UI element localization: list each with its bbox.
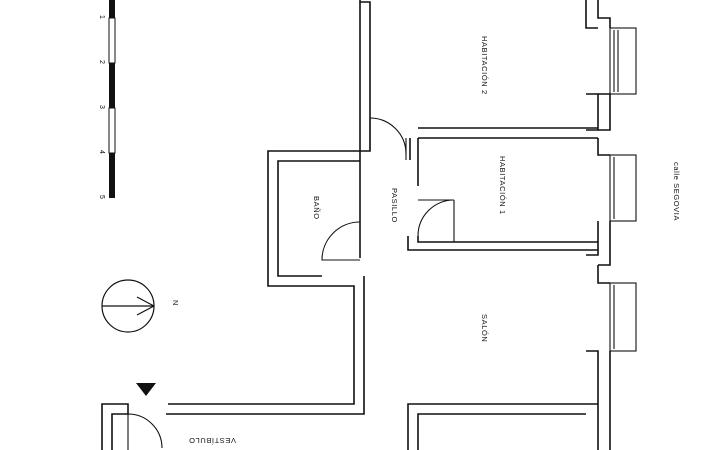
room-label-pasillo: PASILLO bbox=[390, 188, 399, 223]
scale-tick-4: 4 bbox=[98, 150, 105, 154]
room-label-bano: BAÑO bbox=[312, 196, 321, 220]
wall-hab2-left bbox=[359, 0, 371, 152]
wall-hab1-bottom bbox=[407, 236, 598, 251]
wall-right-pier1 bbox=[586, 93, 599, 131]
wall-bano-inner bbox=[277, 160, 360, 277]
street-label: calle SEGOVIA bbox=[672, 162, 681, 221]
wall-right-pier3 bbox=[586, 221, 599, 256]
door-hab1-arc bbox=[417, 199, 455, 237]
compass-arrow-upper bbox=[136, 296, 155, 307]
scale-segment-1 bbox=[108, 17, 116, 64]
door-bano bbox=[321, 221, 361, 261]
room-label-salon: SALÓN bbox=[480, 314, 489, 342]
window-hab1 bbox=[609, 154, 637, 222]
room-label-vestibulo: VESTÍBULO bbox=[189, 436, 237, 445]
entrance-marker bbox=[136, 383, 156, 396]
scale-segment-3 bbox=[108, 107, 116, 154]
doors bbox=[127, 117, 455, 450]
wall-right-pier1b bbox=[598, 93, 611, 131]
wall-salon-bottom bbox=[407, 403, 598, 450]
walls bbox=[101, 0, 637, 450]
room-label-habitacion2: HABITACIÓN 2 bbox=[480, 36, 489, 95]
wall-hab1-bottom-inner bbox=[417, 236, 598, 243]
window-hab2 bbox=[609, 27, 637, 95]
wall-pasillo-left bbox=[166, 276, 365, 415]
scale-segment-2 bbox=[109, 63, 115, 108]
compass-north-label: N bbox=[171, 300, 180, 306]
scale-tick-1: 1 bbox=[98, 15, 105, 19]
wall-right-bottom bbox=[586, 350, 599, 450]
door-hab2 bbox=[369, 117, 407, 155]
wall-vestibulo-left bbox=[101, 403, 129, 450]
scale-segment-0 bbox=[109, 0, 115, 18]
scale-tick-3: 3 bbox=[98, 105, 105, 109]
wall-right-top-inner bbox=[585, 0, 598, 29]
wall-right-pier4 bbox=[597, 265, 610, 284]
scale-tick-5: 5 bbox=[98, 195, 105, 199]
wall-salon-bottom-inner bbox=[417, 413, 586, 450]
wall-bano-outer bbox=[168, 150, 360, 405]
compass-arrow-lower bbox=[136, 305, 155, 316]
room-label-habitacion1: HABITACIÓN 1 bbox=[498, 156, 507, 215]
window-salon bbox=[609, 282, 637, 352]
wall-right-pier3b bbox=[598, 221, 611, 266]
door-entrance bbox=[127, 413, 163, 450]
wall-right-top bbox=[597, 0, 611, 28]
compass: N bbox=[101, 279, 180, 333]
scale-segment-4 bbox=[109, 153, 115, 198]
scale-bar: 1 2 3 4 5 bbox=[98, 0, 116, 199]
wall-right-pier2 bbox=[597, 138, 610, 156]
scale-tick-2: 2 bbox=[98, 60, 105, 64]
